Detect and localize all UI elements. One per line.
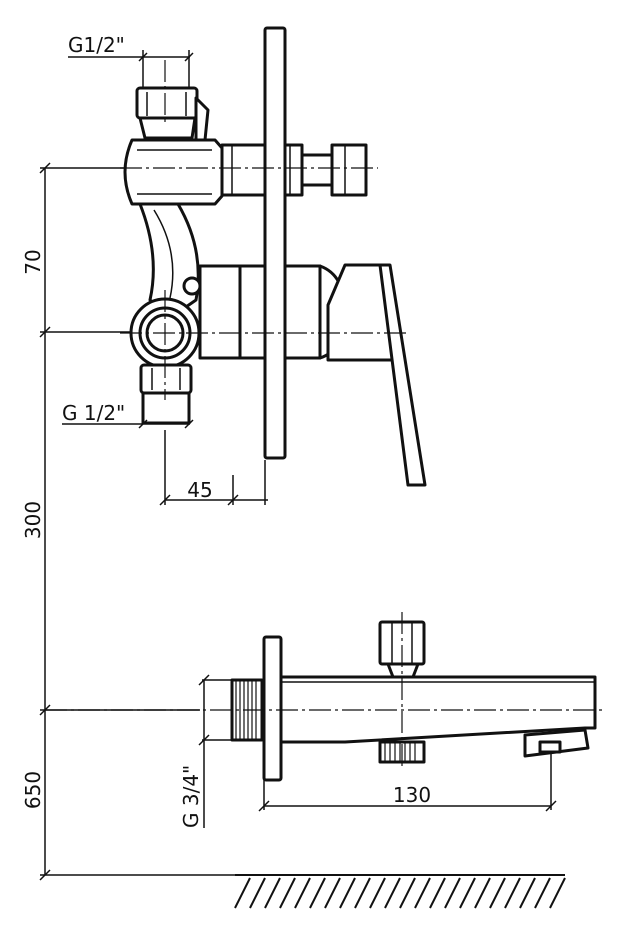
dimension-45-line <box>159 430 268 506</box>
lever-handle <box>326 263 427 487</box>
diverter-body <box>123 86 224 425</box>
dimension-70: 70 <box>21 249 45 274</box>
thread-top-label: G1/2" <box>68 33 125 57</box>
dimension-300: 300 <box>21 501 45 539</box>
floor-hatch <box>234 874 566 909</box>
thread-mid-label: G 1/2" <box>62 401 125 425</box>
thread-spout-dimension <box>198 674 232 828</box>
thread-mid-dimension <box>62 419 194 429</box>
dimension-130: 130 <box>393 783 431 807</box>
thread-spout-label: G 3/4" <box>179 765 203 828</box>
dimension-650: 650 <box>21 771 45 809</box>
dimension-45: 45 <box>187 478 212 502</box>
wall-plate <box>263 26 287 460</box>
dimension-130-line <box>258 752 557 812</box>
spout-assembly <box>230 620 597 782</box>
upper-branch <box>220 143 368 197</box>
thread-top-dimension <box>68 50 194 95</box>
